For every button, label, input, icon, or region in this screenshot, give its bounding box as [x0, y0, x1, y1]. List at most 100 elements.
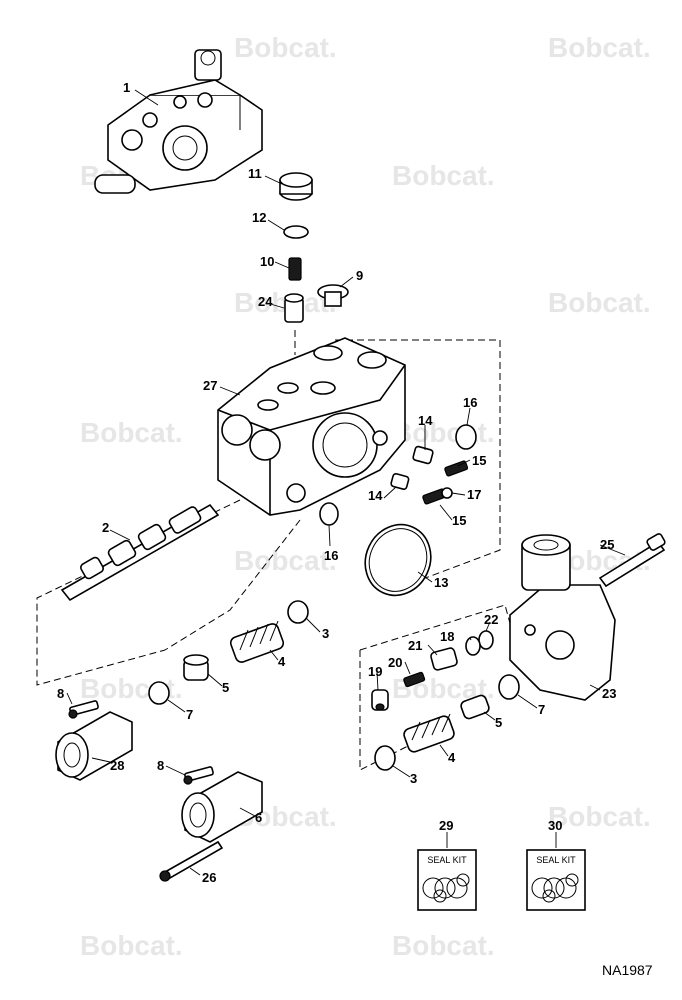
watermark: Bobcat. — [392, 160, 495, 191]
large-o-ring — [364, 523, 432, 597]
svg-text:Bobcat.: Bobcat. — [548, 287, 651, 318]
wiper-seal — [374, 745, 396, 771]
valve-section-assembly — [94, 49, 263, 194]
pilot-poppet — [371, 689, 389, 711]
callout-14: 14 — [418, 413, 433, 428]
spring-seat — [460, 694, 490, 720]
callout-3: 3 — [410, 771, 417, 786]
callout-27: 27 — [203, 378, 217, 393]
callout-22: 22 — [484, 612, 498, 627]
watermark: Bobcat. — [234, 32, 337, 63]
tie-bolt — [598, 533, 666, 588]
end-cap — [181, 771, 263, 843]
o-ring — [478, 630, 494, 650]
callout-29: 29 — [439, 818, 453, 833]
svg-text:Bobcat.: Bobcat. — [234, 545, 337, 576]
callout-6: 6 — [255, 810, 262, 825]
watermark: Bobcat. — [392, 930, 495, 961]
pilot-spring — [403, 671, 426, 688]
watermark: Bobcat. — [392, 417, 495, 448]
callout-5: 5 — [222, 680, 229, 695]
watermark: Bobcat. — [80, 930, 183, 961]
callout-16: 16 — [463, 395, 477, 410]
plug — [279, 172, 313, 201]
callout-10: 10 — [260, 254, 274, 269]
kit-label: SEAL KIT — [536, 855, 576, 865]
end-cap — [55, 711, 133, 781]
piston — [430, 647, 458, 671]
svg-text:Bobcat.: Bobcat. — [234, 32, 337, 63]
svg-text:Bobcat.: Bobcat. — [392, 930, 495, 961]
callout-30: 30 — [548, 818, 562, 833]
callout-14: 14 — [368, 488, 383, 503]
centering-spring — [229, 620, 285, 663]
centering-spring — [403, 713, 455, 753]
svg-text:Bobcat.: Bobcat. — [548, 801, 651, 832]
poppet — [284, 293, 304, 323]
o-ring — [148, 681, 170, 705]
callout-19: 19 — [368, 664, 382, 679]
callout-21: 21 — [408, 638, 422, 653]
callout-25: 25 — [600, 537, 614, 552]
leader-lines — [66, 89, 626, 876]
callout-5: 5 — [495, 715, 502, 730]
callout-numbers: 1 11 12 10 24 9 27 16 14 15 14 17 15 2 1… — [57, 80, 616, 885]
plug-small — [317, 284, 349, 307]
o-ring — [283, 225, 309, 239]
callout-8: 8 — [157, 758, 164, 773]
seal-kit-30: SEAL KIT — [526, 832, 586, 911]
o-ring — [319, 502, 339, 526]
valve-body — [217, 337, 406, 516]
callout-11: 11 — [248, 166, 262, 181]
cap-screw — [183, 766, 214, 785]
seal-kit-29: SEAL KIT — [417, 832, 477, 911]
callout-15: 15 — [452, 513, 466, 528]
watermark: Bobcat. — [548, 801, 651, 832]
callout-12: 12 — [252, 210, 266, 225]
callout-13: 13 — [434, 575, 448, 590]
callout-16: 16 — [324, 548, 338, 563]
callout-8: 8 — [57, 686, 64, 701]
callout-4: 4 — [278, 654, 286, 669]
callout-24: 9 — [356, 268, 363, 283]
check-poppet — [412, 445, 434, 465]
watermark: Bobcat. — [80, 417, 183, 448]
watermark: Bobcat. — [548, 32, 651, 63]
spring — [288, 257, 302, 281]
callout-17: 17 — [467, 487, 481, 502]
watermark: Bobcat. — [234, 545, 337, 576]
callout-4: 4 — [448, 750, 456, 765]
spring-seat — [183, 654, 209, 681]
kit-label: SEAL KIT — [427, 855, 467, 865]
callout-2: 2 — [102, 520, 109, 535]
check-poppet — [390, 473, 410, 490]
callout-7: 7 — [538, 702, 545, 717]
o-ring — [498, 674, 520, 700]
callout-18: 18 — [440, 629, 454, 644]
wiper-seal — [287, 600, 309, 624]
tie-bolt — [159, 840, 224, 882]
callout-7: 7 — [186, 707, 193, 722]
callout-3: 3 — [322, 626, 329, 641]
callout-1: 1 — [123, 80, 130, 95]
callout-9: 24 — [258, 294, 273, 309]
svg-text:Bobcat.: Bobcat. — [392, 160, 495, 191]
relief-valve-body — [509, 534, 616, 701]
check-spring — [444, 460, 469, 477]
plug-tiny — [441, 487, 453, 499]
document-id: NA1987 — [602, 962, 653, 978]
watermark: Bobcat. — [548, 287, 651, 318]
callout-23: 23 — [602, 686, 616, 701]
svg-text:Bobcat.: Bobcat. — [80, 417, 183, 448]
o-ring — [455, 424, 477, 450]
callout-15: 15 — [472, 453, 486, 468]
svg-text:Bobcat.: Bobcat. — [392, 417, 495, 448]
callout-20: 20 — [388, 655, 402, 670]
o-ring — [465, 636, 481, 656]
callout-28: 28 — [110, 758, 124, 773]
cap-screw — [68, 700, 99, 719]
svg-text:Bobcat.: Bobcat. — [80, 930, 183, 961]
svg-text:Bobcat.: Bobcat. — [548, 32, 651, 63]
